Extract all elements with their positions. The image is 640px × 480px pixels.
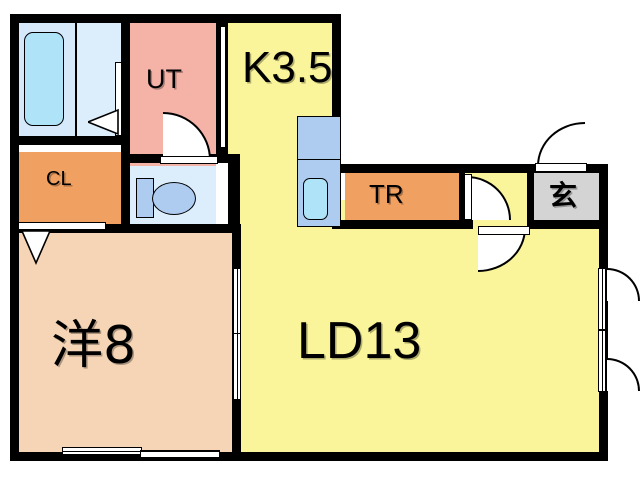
room-bedroom [18, 228, 236, 452]
wall-entrance-bottom [527, 220, 608, 229]
wall-storage-right [459, 172, 465, 224]
wall-kitchen-right [332, 14, 341, 119]
wall-washroom-right [121, 14, 130, 145]
wall-storage-bottom [332, 220, 473, 229]
bedroom-ld-sliding-rail [237, 268, 239, 400]
ld-window-upper-arc [607, 268, 640, 301]
bath-door-panel[interactable] [115, 62, 122, 136]
wall-kitchen-left [228, 154, 240, 232]
wall-exterior-bottom [10, 452, 608, 461]
hall-door-panel[interactable] [464, 174, 472, 220]
wall-storage-top [332, 164, 472, 173]
wall-entrance-left [527, 172, 534, 228]
ld-window-lower-arc [607, 358, 640, 391]
wall-bath-bottom [10, 136, 124, 145]
closet-door-fold-icon [21, 231, 51, 265]
bedroom-window-rail [62, 451, 220, 453]
entrance-door-arc[interactable] [537, 122, 585, 166]
wall-exterior-top [10, 14, 341, 23]
ld-window-rail [602, 268, 604, 392]
label-closet: CL [46, 168, 72, 190]
room-entrance [533, 172, 608, 220]
ld-hall-door-panel[interactable] [478, 226, 530, 235]
label-entrance: 玄 [549, 179, 578, 212]
label-bedroom: 洋8 [51, 316, 137, 376]
room-storage [345, 172, 463, 220]
utility-kitchen-rail [218, 26, 220, 142]
toilet-bowl [152, 182, 196, 215]
utility-kitchen-sliding-panel[interactable] [220, 26, 226, 148]
bath-washroom-divider [75, 22, 77, 136]
room-living-dining [240, 200, 608, 452]
wall-toilet-bottom [121, 224, 240, 233]
bathtub [24, 32, 64, 126]
kitchen-sink-basin [303, 178, 328, 220]
room-closet [18, 152, 124, 224]
bath-door-fold-icon [88, 108, 119, 136]
kitchen-counter-stove [297, 116, 341, 160]
utility-door-panel[interactable] [160, 156, 218, 164]
bedroom-window-right[interactable] [140, 450, 220, 458]
wall-exterior-left [10, 14, 19, 452]
label-kitchen: K3.5 [242, 43, 333, 92]
closet-door-panel[interactable] [18, 222, 106, 230]
label-storage: TR [369, 179, 404, 209]
wall-closet-right [121, 145, 130, 228]
label-living-dining: LD13 [297, 312, 422, 370]
entrance-door-panel[interactable] [535, 163, 587, 172]
label-utility: UT [146, 64, 182, 94]
